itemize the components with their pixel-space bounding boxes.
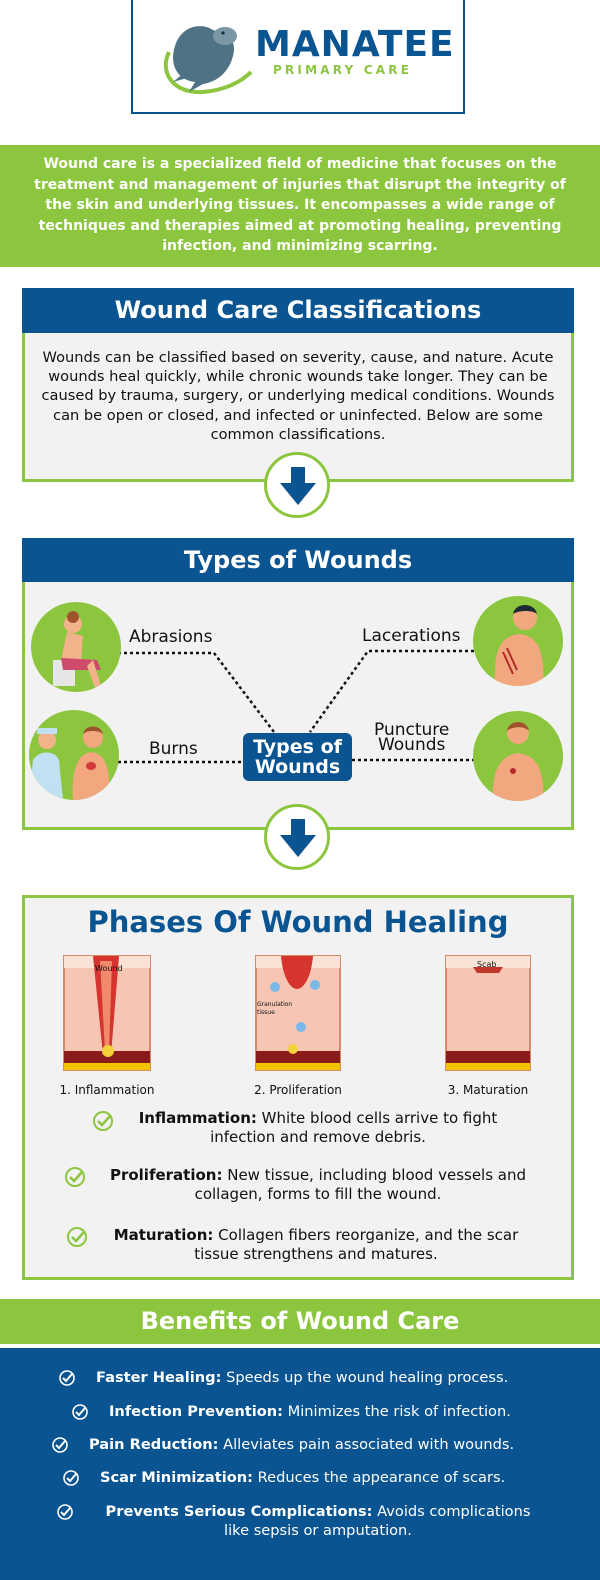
- check-icon: [67, 1227, 87, 1247]
- caption-proliferation: 2. Proliferation: [254, 1083, 342, 1097]
- benefit-prevents-complications: Prevents Serious Complications: Avoids c…: [105, 1503, 531, 1539]
- benefit-scar-minimization: Scar Minimization: Reduces the appearanc…: [100, 1469, 506, 1486]
- label-wound: Wound: [95, 964, 123, 973]
- maturation-diagram: Scab: [445, 955, 531, 1071]
- abrasions-illustration: [31, 602, 121, 692]
- phase-item-maturation: Maturation: Collagen fibers reorganize, …: [113, 1226, 519, 1263]
- benefit-pain-reduction: Pain Reduction: Alleviates pain associat…: [89, 1436, 515, 1453]
- label-puncture-wounds: Puncture Wounds: [374, 720, 450, 755]
- types-center-badge: Types of Wounds: [243, 733, 352, 781]
- benefits-title: Benefits of Wound Care: [0, 1299, 600, 1344]
- logo-box: MANATEE PRIMARY CARE: [131, 0, 465, 114]
- label-burns: Burns: [149, 739, 198, 759]
- inflammation-diagram: Wound: [63, 955, 151, 1071]
- benefits-panel: [0, 1348, 600, 1580]
- check-icon: [63, 1470, 79, 1486]
- puncture-illustration: [473, 711, 563, 801]
- arrow-circle-1: [264, 452, 330, 518]
- types-connectors: [118, 649, 474, 764]
- phases-title: Phases Of Wound Healing: [87, 905, 509, 939]
- label-lacerations: Lacerations: [362, 626, 461, 646]
- label-granulation: Granulation: [257, 1001, 292, 1008]
- manatee-logo-icon: [163, 26, 253, 95]
- label-abrasions: Abrasions: [129, 627, 213, 647]
- caption-maturation: 3. Maturation: [447, 1083, 529, 1097]
- intro-text: Wound care is a specialized field of med…: [0, 145, 600, 267]
- benefit-faster-healing: Faster Healing: Speeds up the wound heal…: [96, 1369, 509, 1386]
- down-arrow-icon: [280, 467, 316, 505]
- check-icon: [72, 1404, 88, 1420]
- arrow-circle-2: [264, 804, 330, 870]
- check-icon: [52, 1437, 68, 1453]
- check-icon: [57, 1504, 73, 1520]
- down-arrow-icon: [280, 819, 316, 857]
- classification-body: Wounds can be classified based on severi…: [41, 349, 555, 443]
- benefit-infection-prevention: Infection Prevention: Minimizes the risk…: [109, 1403, 511, 1420]
- lacerations-illustration: [473, 596, 563, 686]
- caption-inflammation: 1. Inflammation: [59, 1083, 155, 1097]
- check-icon: [59, 1370, 75, 1386]
- burns-illustration: [29, 710, 119, 800]
- logo-wordmark: MANATEE: [255, 24, 455, 65]
- proliferation-diagram: Granulation tissue: [255, 955, 341, 1071]
- logo-subtitle: PRIMARY CARE: [273, 63, 413, 77]
- label-tissue: tissue: [257, 1009, 275, 1016]
- phase-item-inflammation: Inflammation: White blood cells arrive t…: [138, 1109, 498, 1146]
- check-icon: [65, 1167, 85, 1187]
- label-scab: Scab: [477, 960, 496, 969]
- phase-item-proliferation: Proliferation: New tissue, including blo…: [109, 1166, 527, 1203]
- types-title: Types of Wounds: [22, 538, 574, 582]
- check-icon: [93, 1111, 113, 1131]
- classification-title: Wound Care Classifications: [22, 288, 574, 333]
